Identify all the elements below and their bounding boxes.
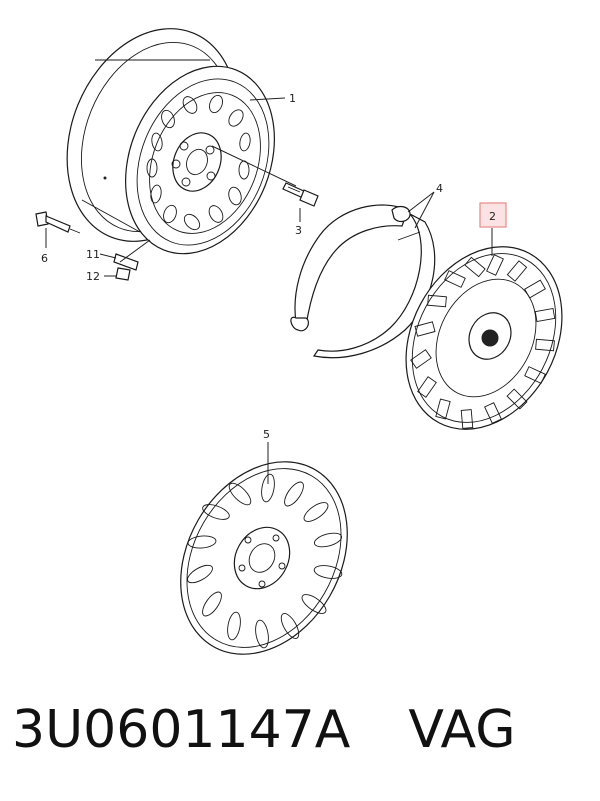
wheel-bolt (282, 182, 319, 207)
callout-11: 11 (86, 248, 100, 261)
leader-lines (45, 97, 493, 484)
callout-2: 2 (489, 210, 496, 223)
balance-weight (113, 253, 139, 281)
part-caption: 3U0601147A VAG (12, 700, 592, 780)
exploded-parts-diagram: 1 3 4 5 6 11 12 2 (35, 28, 563, 655)
wheel-cover-slots (187, 473, 343, 649)
steel-wheel-rim (66, 28, 275, 255)
retaining-ring (290, 204, 436, 359)
hub-cap-slots (410, 254, 556, 429)
brand-name: VAG (408, 700, 516, 760)
hub-cap-logo-icon (481, 329, 499, 347)
callout-5: 5 (263, 428, 270, 441)
callout-labels: 1 3 4 5 6 11 12 2 (41, 92, 507, 441)
callout-12: 12 (86, 270, 100, 283)
tire-valve (35, 211, 81, 234)
callout-2-highlight-box (479, 202, 507, 228)
hub-cap (405, 246, 563, 430)
callout-3: 3 (295, 224, 302, 237)
wheel-cover (180, 461, 348, 655)
callout-6: 6 (41, 252, 48, 265)
part-number: 3U0601147A (12, 700, 351, 760)
rim-vent-holes (146, 94, 251, 231)
callout-1: 1 (289, 92, 296, 105)
callout-4: 4 (436, 182, 443, 195)
